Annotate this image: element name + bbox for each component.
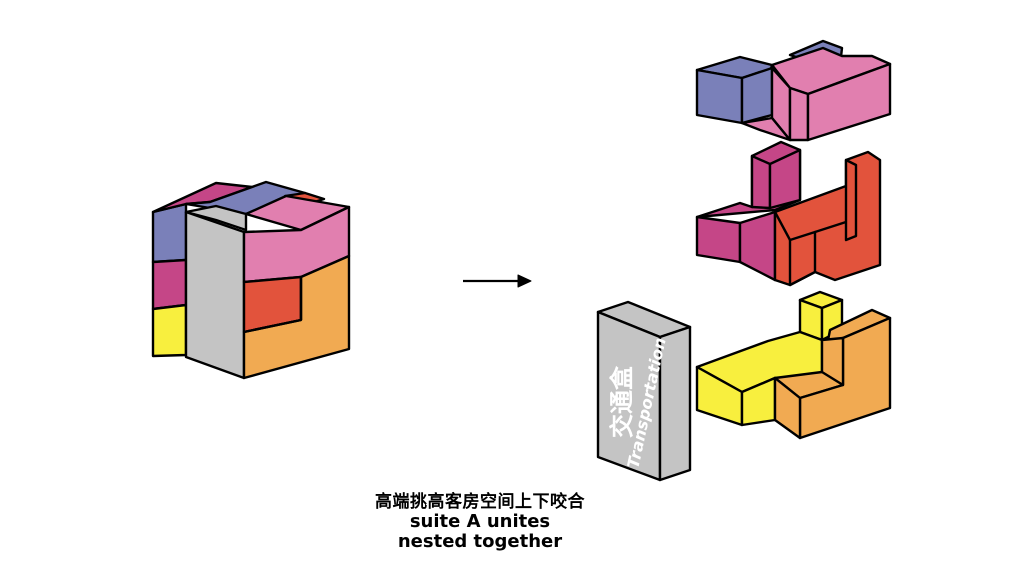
upper-pink-side [788,86,810,142]
middle-red-step [788,230,817,287]
assembled-cube [151,180,351,380]
caption-english-line1: suite A unites [409,511,551,532]
cube-magenta-face [151,258,188,311]
upper-suite-unit [695,39,892,142]
transport-box-side [658,325,692,482]
lower-orange-front [773,376,802,440]
lower-suite-unit [695,290,892,440]
caption-english-line2: nested together [397,531,563,552]
cube-blue-face [151,202,188,264]
middle-magenta-mid [738,210,777,282]
middle-magenta-tower [750,154,772,210]
cube-gray-shaft-top [184,204,248,232]
upper-blue-front [695,68,744,125]
transport-box [596,300,692,482]
cube-gray-shaft [184,210,246,380]
transport-label-chinese: 交通盒 [608,365,636,438]
caption-chinese: 高端挑高客房空间上下咬合 [375,492,585,512]
middle-red-tower [844,158,858,242]
middle-magenta-tower-side [768,148,802,210]
cube-yellow-face [151,303,188,358]
upper-pink-small [740,116,792,142]
middle-suite-unit [695,140,882,287]
right-arrow-icon [463,274,532,288]
lower-orange-inner [820,336,845,387]
upper-blue-side [740,66,774,125]
middle-magenta-front [695,215,742,264]
upper-pink-right [806,62,892,142]
